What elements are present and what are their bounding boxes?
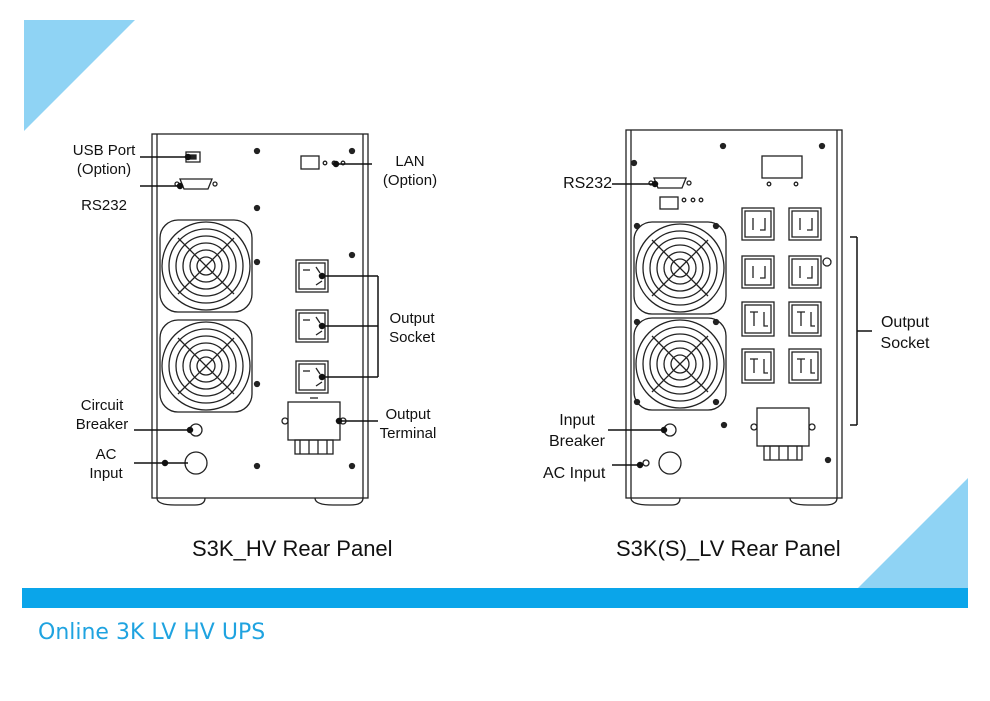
lan-port-icon <box>300 155 320 170</box>
ac-input-icon <box>184 451 208 475</box>
output-socket-grid-icon <box>741 207 822 384</box>
accent-bar <box>22 588 968 608</box>
label-input-breaker: Input Breaker <box>548 412 606 450</box>
corner-triangle-top-left <box>24 20 135 131</box>
label-lan: LAN (Option) <box>382 153 438 189</box>
left-leader-lines <box>134 153 379 467</box>
corner-triangle-bottom-right <box>858 478 968 588</box>
fan-icon-upper <box>159 219 253 313</box>
right-leader-lines <box>608 180 872 469</box>
label-output-socket-left: Output Socket <box>389 310 435 346</box>
label-usb-port: USB Port (Option) <box>72 142 136 178</box>
right-rear-panel <box>625 129 843 506</box>
label-ac-input-left: AC Input <box>89 446 123 482</box>
output-terminal-icon <box>281 397 347 455</box>
fan-icon-lower-right <box>633 317 727 411</box>
label-rs232-right: RS232 <box>563 175 612 192</box>
label-ac-input-right: AC Input <box>543 465 606 482</box>
label-circuit-breaker: Circuit Breaker <box>75 397 129 433</box>
left-rear-panel <box>151 133 369 506</box>
label-output-socket-right: Output Socket <box>880 314 930 352</box>
fan-icon-upper-right <box>633 221 727 315</box>
ac-input-icon-right <box>658 451 682 475</box>
rs232-port-icon-right <box>653 177 687 189</box>
label-output-terminal: Output Terminal <box>379 406 437 442</box>
label-rs232-left: RS232 <box>81 197 127 214</box>
display-window-icon <box>761 155 803 179</box>
right-panel-title: S3K(S)_LV Rear Panel <box>616 536 841 561</box>
output-terminal-icon-right <box>750 407 816 461</box>
rs232-port-icon <box>179 178 213 190</box>
left-panel-title: S3K_HV Rear Panel <box>192 536 393 561</box>
fan-icon-lower <box>159 319 253 413</box>
footer-subtitle: Online 3K LV HV UPS <box>38 620 266 645</box>
